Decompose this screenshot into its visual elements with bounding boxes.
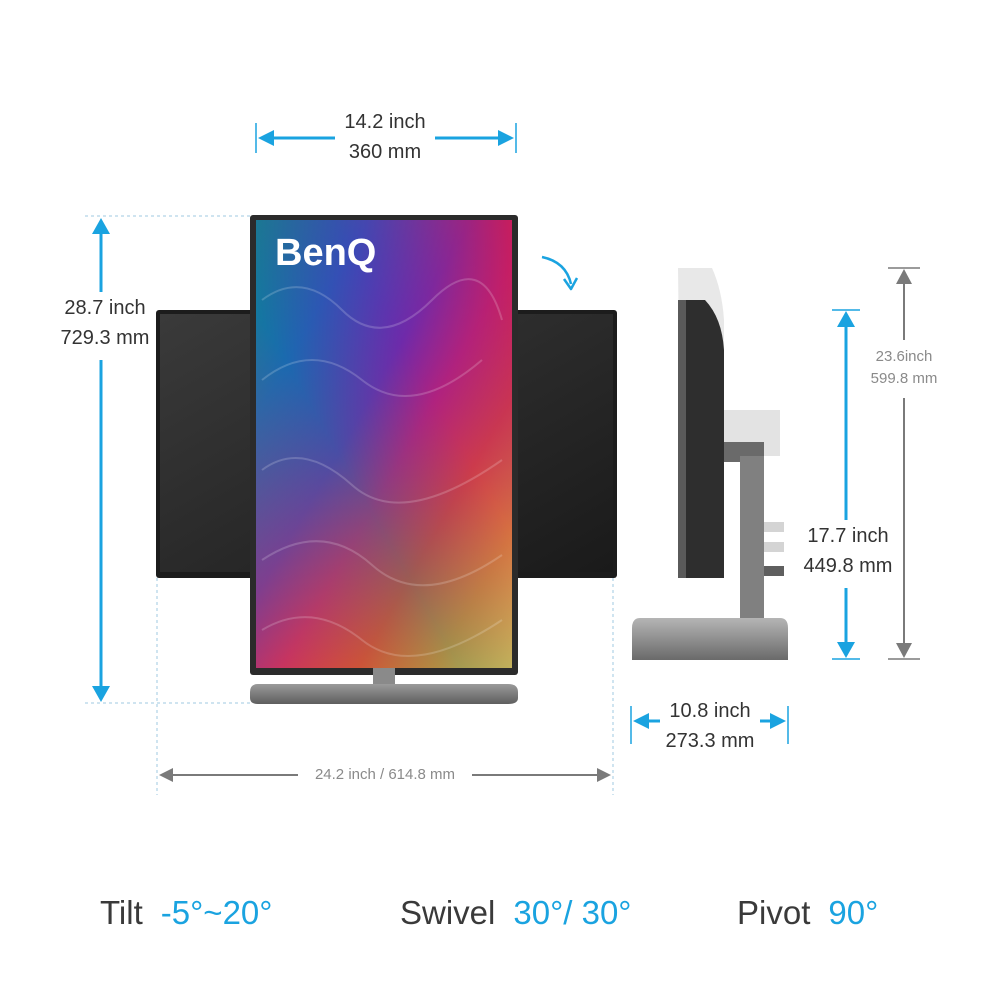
screen-width-mm: 360 mm xyxy=(348,141,422,163)
spec-tilt-key: Tilt xyxy=(100,894,143,931)
gray-dim-arrows xyxy=(159,267,920,782)
spec-swivel-value: 30°/ 30° xyxy=(513,894,632,931)
side-monitor xyxy=(632,268,788,660)
side-max-height-inch: 23.6inch xyxy=(875,348,933,365)
brand-logo: BenQ xyxy=(275,232,376,274)
spec-swivel: Swivel 30°/ 30° xyxy=(400,888,632,938)
guide-lines xyxy=(85,215,614,795)
spec-pivot-key: Pivot xyxy=(737,894,811,931)
side-max-height-label: 23.6inch 599.8 mm xyxy=(858,346,950,390)
swing-width-label: 24.2 inch / 614.8 mm xyxy=(314,766,456,783)
screen-width-inch: 14.2 inch xyxy=(344,111,426,133)
side-height-label: 17.7 inch 449.8 mm xyxy=(793,521,903,581)
base-depth-inch: 10.8 inch xyxy=(669,700,751,722)
base-depth-mm: 273.3 mm xyxy=(665,730,755,752)
total-height-mm: 729.3 mm xyxy=(60,327,150,349)
portrait-monitor xyxy=(250,215,518,675)
base-depth-label: 10.8 inch 273.3 mm xyxy=(655,696,765,756)
spec-tilt-value: -5°~20° xyxy=(160,894,273,931)
side-max-height-mm: 599.8 mm xyxy=(870,370,938,387)
spec-pivot-value: 90° xyxy=(828,894,879,931)
spec-swivel-key: Swivel xyxy=(400,894,496,931)
dim-arrows xyxy=(92,123,860,744)
screen-width-label: 14.2 inch 360 mm xyxy=(325,107,445,167)
side-height-inch: 17.7 inch xyxy=(807,525,889,547)
total-height-label: 28.7 inch 729.3 mm xyxy=(45,293,165,353)
total-height-inch: 28.7 inch xyxy=(64,297,146,319)
spec-tilt: Tilt -5°~20° xyxy=(100,888,272,938)
spec-pivot: Pivot 90° xyxy=(737,888,878,938)
rotate-arrow-icon xyxy=(541,255,579,291)
front-stand xyxy=(250,668,518,704)
side-height-mm: 449.8 mm xyxy=(803,555,893,577)
